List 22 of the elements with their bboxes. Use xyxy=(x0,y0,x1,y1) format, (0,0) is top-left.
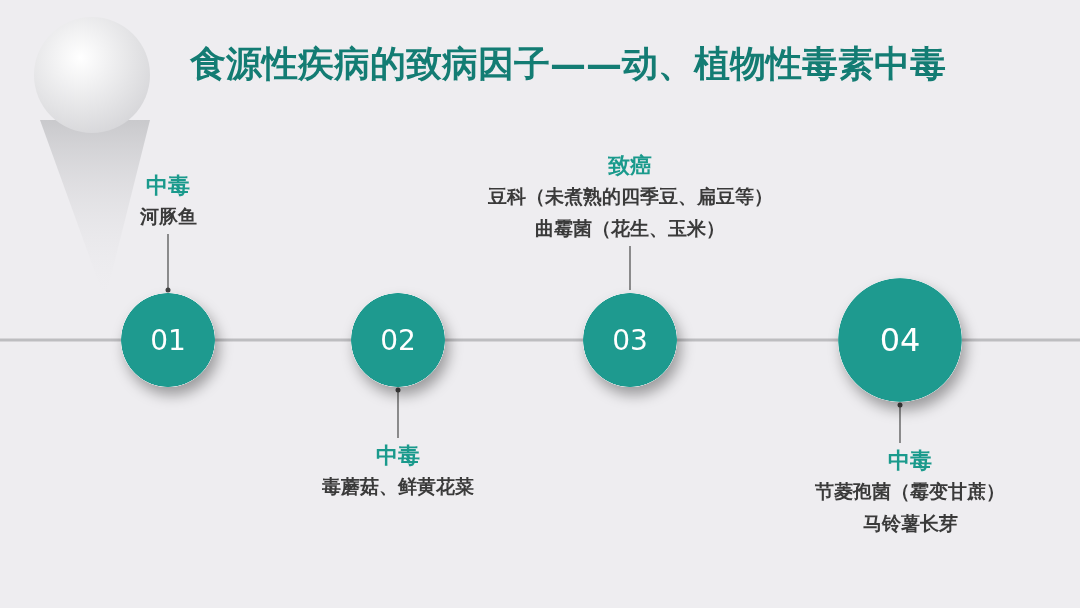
step-circle: 01 xyxy=(121,293,215,387)
item-text: 曲霉菌（花生、玉米） xyxy=(535,216,725,241)
leader-line xyxy=(395,387,401,439)
item-text: 毒蘑菇、鲜黄花菜 xyxy=(322,474,474,499)
category-heading: 中毒 xyxy=(146,171,190,200)
category-heading: 中毒 xyxy=(888,446,932,475)
timeline-line xyxy=(445,338,583,342)
timeline-line xyxy=(677,338,838,342)
category-heading: 中毒 xyxy=(376,441,420,470)
leader-line xyxy=(897,402,903,444)
title: 食源性疾病的致病因子——动、植物性毒素中毒 xyxy=(190,41,946,86)
timeline-line xyxy=(215,338,351,342)
item-text: 豆科（未煮熟的四季豆、扁豆等） xyxy=(487,184,773,209)
item-text: 河豚鱼 xyxy=(139,204,197,229)
category-heading: 致癌 xyxy=(608,151,652,180)
leader-line xyxy=(629,245,631,291)
item-text: 马铃薯长芽 xyxy=(862,511,958,536)
item-text: 节菱孢菌（霉变甘蔗） xyxy=(815,479,1005,504)
leader-line xyxy=(165,233,171,293)
step-circle: 04 xyxy=(838,278,962,402)
step-circle: 03 xyxy=(583,293,677,387)
step-circle: 02 xyxy=(351,293,445,387)
